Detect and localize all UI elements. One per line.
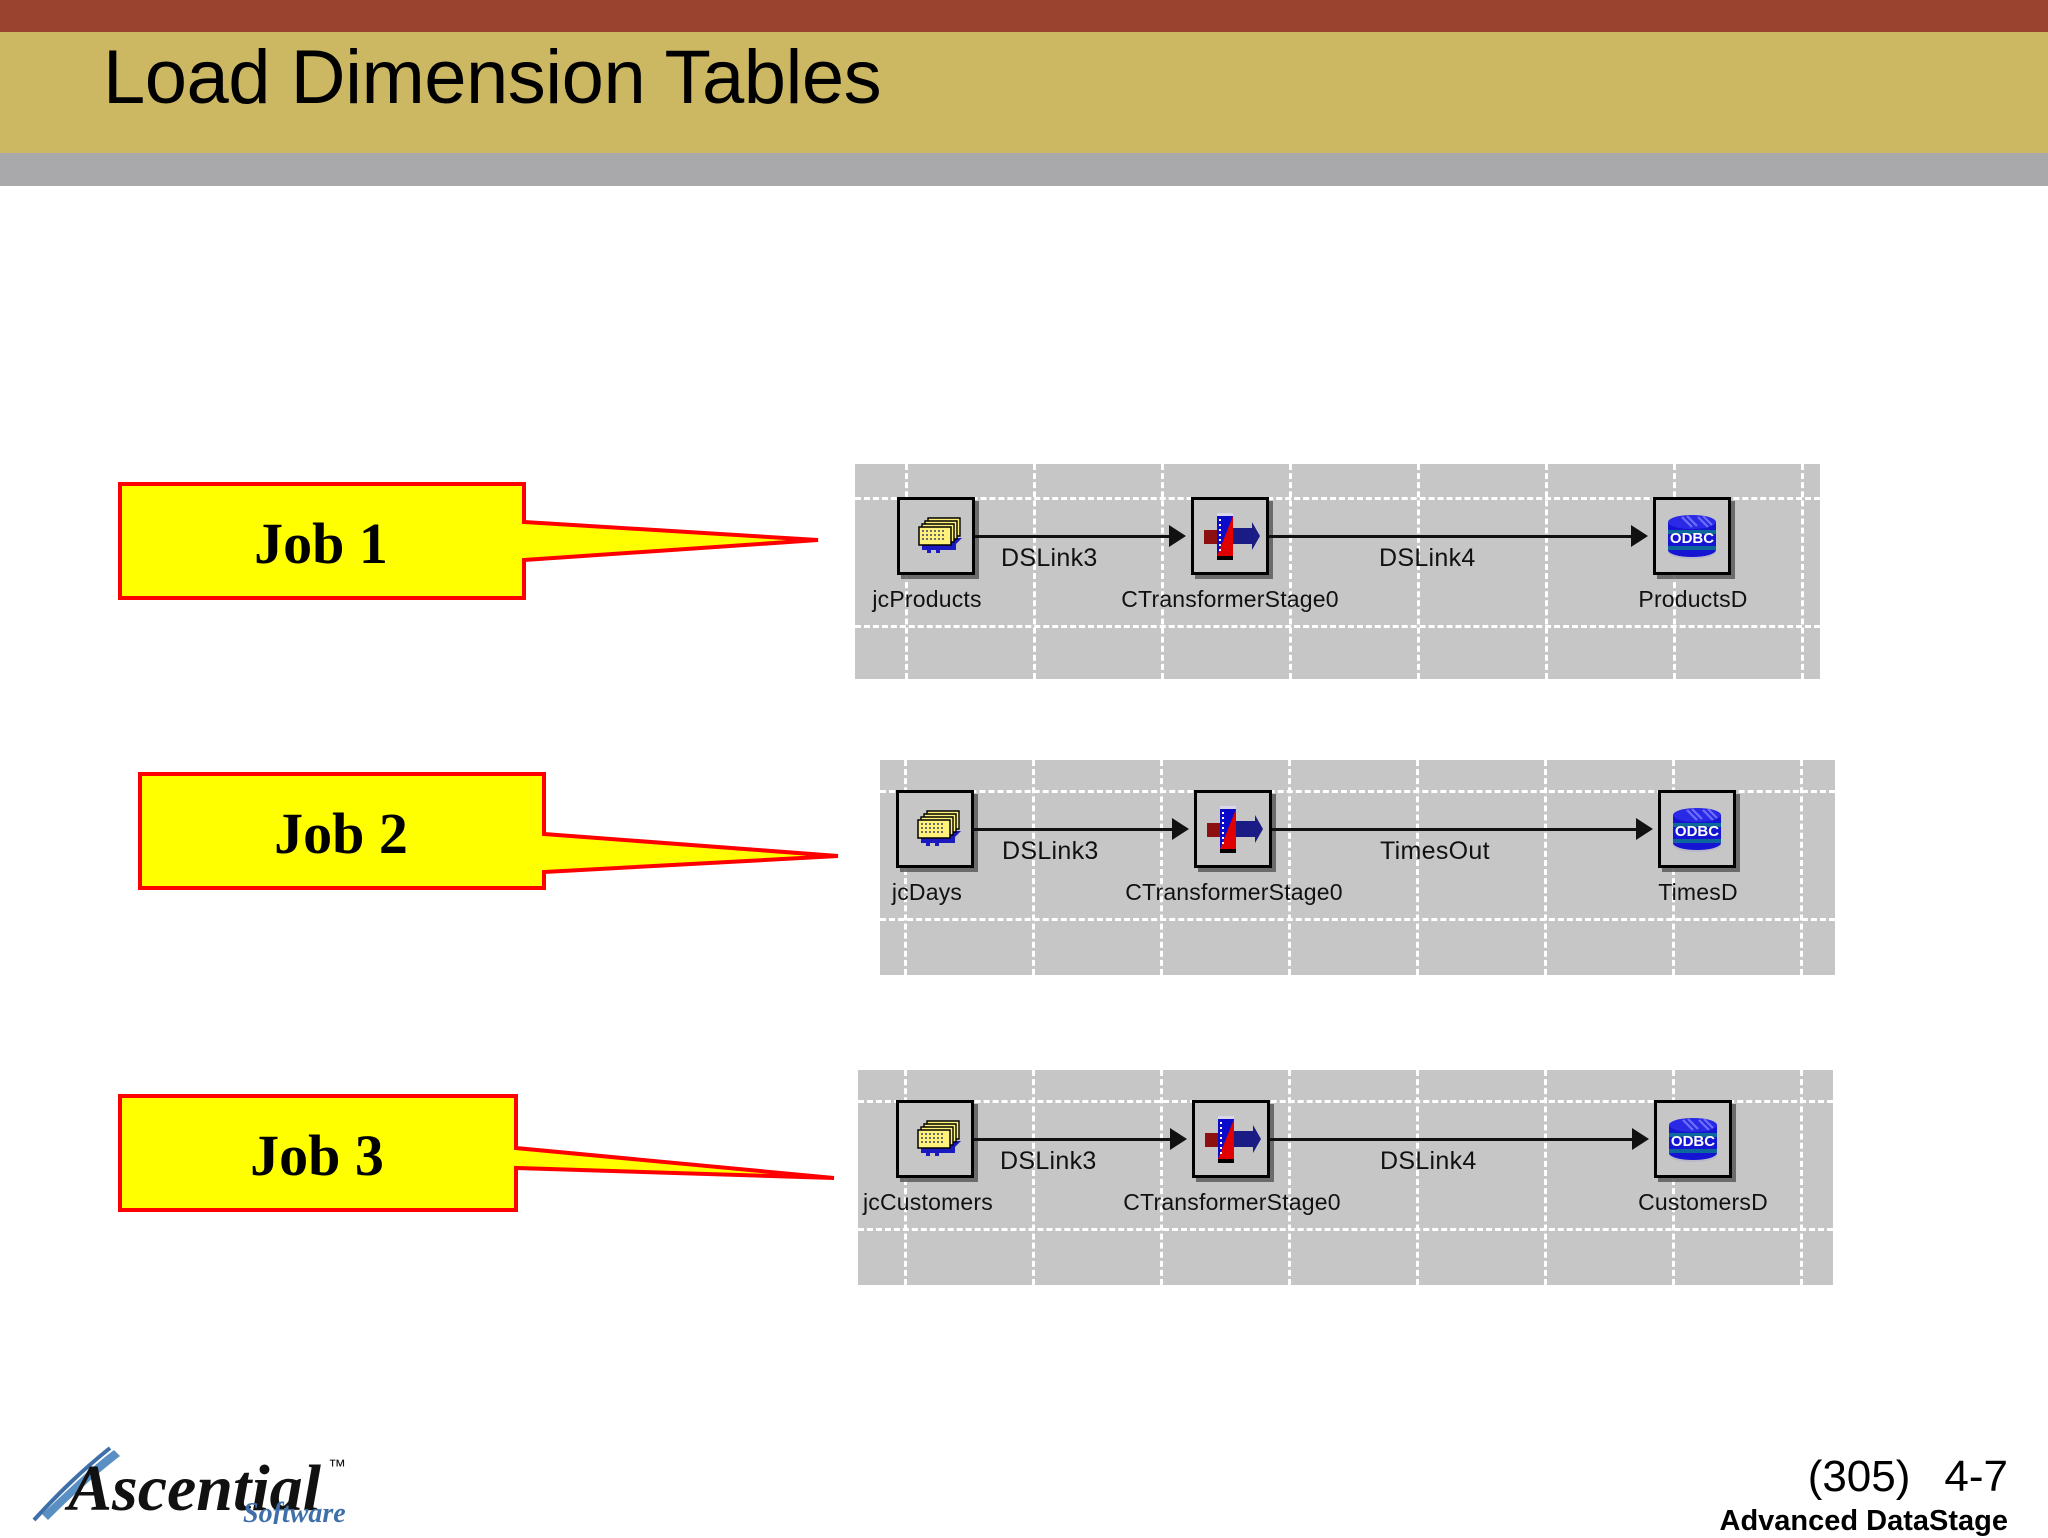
stage-target-job-1[interactable]: ODBC xyxy=(1653,497,1731,575)
link-2-line xyxy=(1269,535,1633,538)
ascential-logo: Ascential ™ Software xyxy=(28,1428,408,1529)
transformer-icon xyxy=(1203,799,1263,859)
grid-line-vertical xyxy=(1288,1070,1291,1285)
odbc-database-icon: ODBC xyxy=(1667,799,1727,859)
link-2-label: TimesOut xyxy=(1380,837,1490,865)
stage-source-job-1[interactable] xyxy=(897,497,975,575)
link-2-label: DSLink4 xyxy=(1379,544,1476,572)
grid-line-horizontal xyxy=(858,1228,1833,1231)
odbc-label: ODBC xyxy=(1670,530,1714,547)
grid-line-horizontal xyxy=(855,625,1820,628)
stage-target-job-2-label: TimesD xyxy=(1658,879,1738,905)
footer-course-name: Advanced DataStage xyxy=(1719,1505,2009,1537)
link-1-arrow xyxy=(1172,818,1189,840)
logo-swoosh xyxy=(32,1446,120,1522)
grid-line-vertical xyxy=(1289,464,1292,679)
sequential-file-icon xyxy=(905,1109,965,1169)
grid-line-vertical xyxy=(1032,1070,1035,1285)
footer-page-number: 4-7 xyxy=(1944,1452,2008,1501)
callout-shape-2 xyxy=(138,772,839,890)
stage-source-job-3[interactable] xyxy=(896,1100,974,1178)
stage-target-job-1-label: ProductsD xyxy=(1638,586,1748,612)
link-2-line xyxy=(1272,828,1638,831)
transformer-icon xyxy=(1201,1109,1261,1169)
logo-trademark-icon: ™ xyxy=(328,1456,346,1476)
footer-page-code: (305) xyxy=(1807,1452,1911,1501)
grid-line-vertical xyxy=(1288,760,1291,975)
footer-page-info: (305) 4-7 xyxy=(1808,1452,2008,1502)
callout-job-2: Job 2 xyxy=(138,772,858,892)
job-3-canvas[interactable]: jcCustomers DSLink3 CTransformerS xyxy=(858,1070,1833,1285)
callout-shape-3 xyxy=(118,1094,835,1212)
link-1-line xyxy=(974,828,1174,831)
grid-line-vertical xyxy=(1545,464,1548,679)
stage-source-job-2-label: jcDays xyxy=(891,879,963,905)
grid-line-vertical xyxy=(1801,464,1804,679)
stage-transformer-job-3[interactable] xyxy=(1192,1100,1270,1178)
link-2-label: DSLink4 xyxy=(1380,1147,1477,1175)
job-1-canvas[interactable]: jcProducts DSLink3 CTransformerSt xyxy=(855,464,1820,679)
grid-line-vertical xyxy=(1161,464,1164,679)
link-1-label: DSLink3 xyxy=(1002,837,1099,865)
grid-line-vertical xyxy=(1544,1070,1547,1285)
callout-shape-1 xyxy=(118,482,819,600)
stage-source-job-1-label: jcProducts xyxy=(872,586,982,612)
grid-line-vertical xyxy=(1160,760,1163,975)
callout-job-3-label: Job 3 xyxy=(250,1123,384,1188)
grid-line-vertical xyxy=(1416,760,1419,975)
header-under-band xyxy=(0,153,2048,186)
odbc-label: ODBC xyxy=(1671,1133,1715,1150)
callout-job-1-label: Job 1 xyxy=(254,511,388,576)
logo-subtext: Software xyxy=(243,1498,346,1524)
grid-line-vertical xyxy=(1800,1070,1803,1285)
stage-transformer-job-2-label: CTransformerStage0 xyxy=(1125,879,1343,905)
stage-target-job-3-label: CustomersD xyxy=(1638,1189,1768,1215)
stage-transformer-job-1[interactable] xyxy=(1191,497,1269,575)
sequential-file-icon xyxy=(906,506,966,566)
link-2-arrow xyxy=(1632,1128,1649,1150)
page-title: Load Dimension Tables xyxy=(103,35,882,120)
stage-source-job-3-label: jcCustomers xyxy=(862,1189,993,1215)
odbc-label: ODBC xyxy=(1675,823,1719,840)
logo-wordmark: Ascential xyxy=(64,1452,322,1524)
transformer-icon xyxy=(1200,506,1260,566)
link-1-arrow xyxy=(1169,525,1186,547)
job-2-canvas[interactable]: jcDays DSLink3 CTransformerStage0 xyxy=(880,760,1835,975)
header-title-band xyxy=(0,32,2048,153)
stage-target-job-3[interactable]: ODBC xyxy=(1654,1100,1732,1178)
link-1-arrow xyxy=(1170,1128,1187,1150)
link-2-arrow xyxy=(1636,818,1653,840)
grid-line-vertical xyxy=(1800,760,1803,975)
grid-line-vertical xyxy=(1032,760,1035,975)
stage-transformer-job-1-label: CTransformerStage0 xyxy=(1121,586,1339,612)
stage-source-job-2[interactable] xyxy=(896,790,974,868)
callout-job-2-label: Job 2 xyxy=(274,801,408,866)
link-1-line xyxy=(975,535,1171,538)
stage-target-job-2[interactable]: ODBC xyxy=(1658,790,1736,868)
stage-transformer-job-3-label: CTransformerStage0 xyxy=(1123,1189,1341,1215)
sequential-file-icon xyxy=(905,799,965,859)
callout-job-1: Job 1 xyxy=(118,482,819,602)
grid-line-vertical xyxy=(1544,760,1547,975)
header-top-band xyxy=(0,0,2048,32)
odbc-database-icon: ODBC xyxy=(1662,506,1722,566)
grid-line-horizontal xyxy=(880,918,1835,921)
link-1-label: DSLink3 xyxy=(1001,544,1098,572)
grid-line-vertical xyxy=(1416,1070,1419,1285)
link-1-label: DSLink3 xyxy=(1000,1147,1097,1175)
grid-line-vertical xyxy=(1160,1070,1163,1285)
odbc-database-icon: ODBC xyxy=(1663,1109,1723,1169)
callout-job-3: Job 3 xyxy=(118,1094,858,1214)
link-2-line xyxy=(1270,1138,1634,1141)
link-1-line xyxy=(974,1138,1172,1141)
link-2-arrow xyxy=(1631,525,1648,547)
stage-transformer-job-2[interactable] xyxy=(1194,790,1272,868)
